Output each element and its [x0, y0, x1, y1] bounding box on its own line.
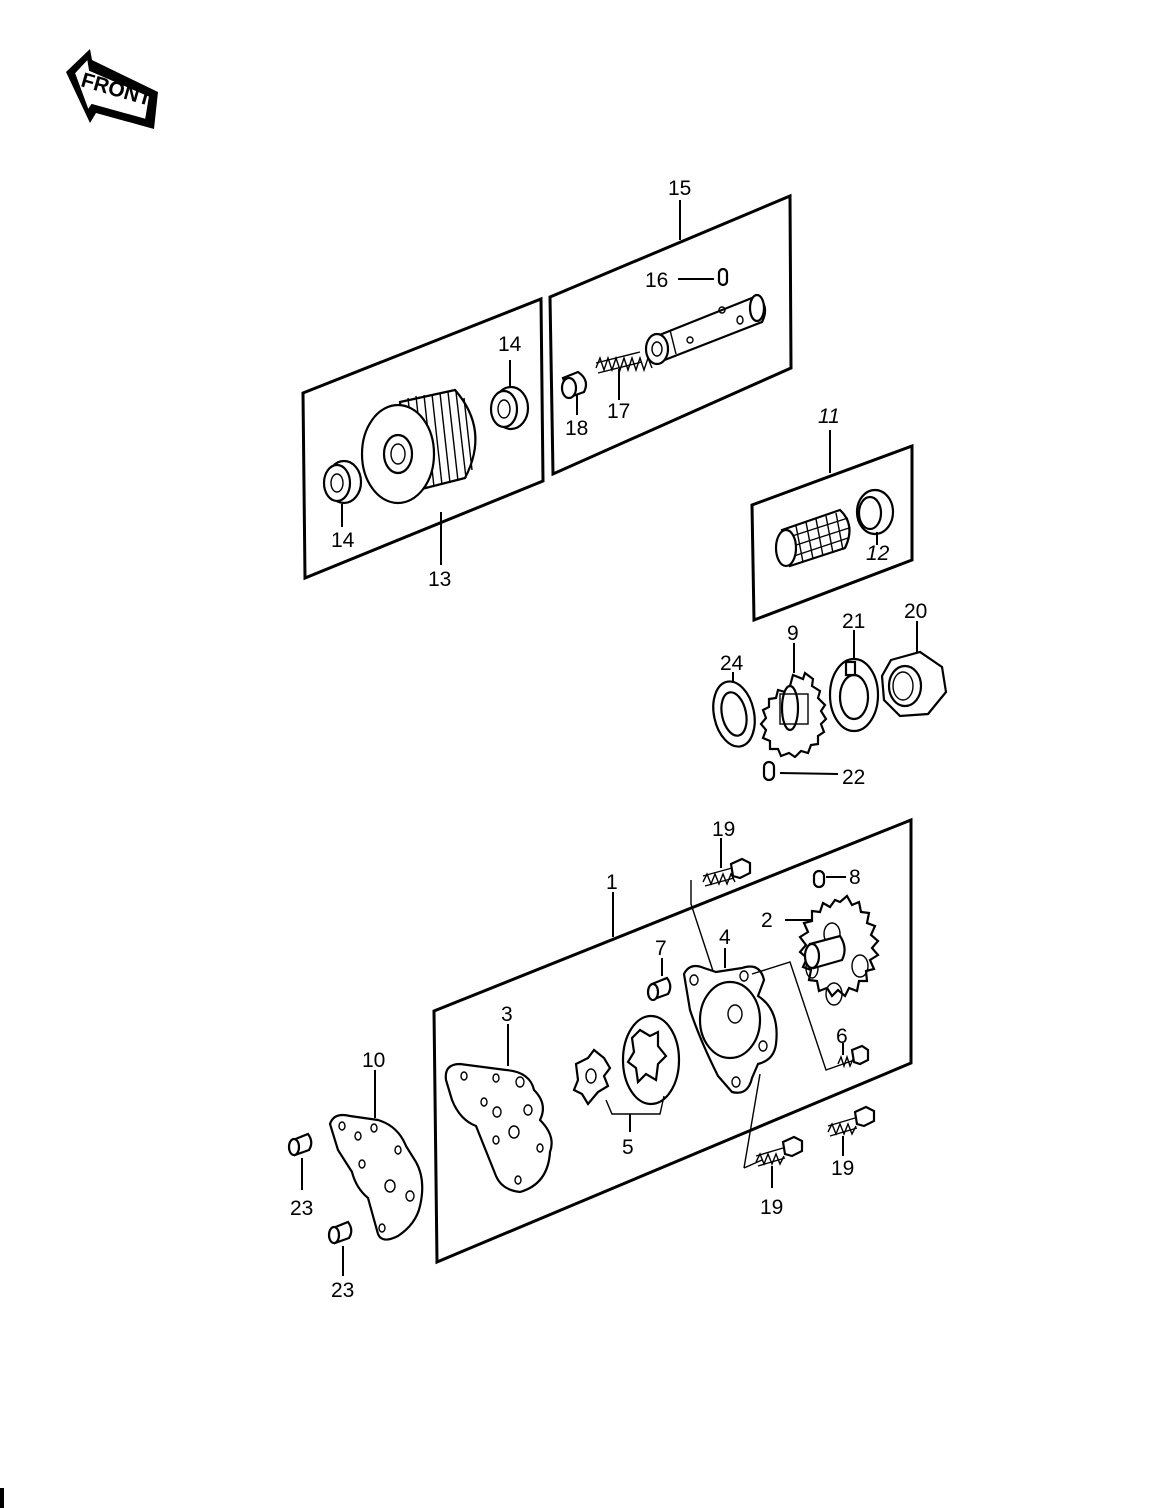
oil-strainer-screen	[774, 508, 851, 568]
callout-23-upper: 23	[290, 1197, 313, 1220]
pump-body-4	[682, 964, 778, 1094]
callout-24: 24	[720, 652, 744, 675]
gasket-plate-10	[328, 1113, 424, 1241]
callout-22: 22	[842, 766, 865, 789]
oil-pump-outline	[432, 817, 913, 1265]
callout-9: 9	[787, 622, 799, 645]
pin-22	[762, 760, 776, 782]
dowel-23-lower	[327, 1220, 353, 1245]
seal-14-lower	[322, 459, 363, 505]
callout-13: 13	[428, 568, 451, 591]
bolt-19-bottom	[755, 1135, 804, 1167]
seal-14-upper	[489, 385, 530, 431]
oil-filter-group: 14 14 13	[301, 296, 545, 591]
callout-8: 8	[849, 866, 861, 889]
scan-edge-mark	[0, 1488, 4, 1508]
oil-pump-group: 1 19 8 2	[432, 817, 913, 1265]
callout-19-right: 19	[831, 1157, 854, 1180]
front-arrow-icon: FRONT	[66, 49, 158, 129]
relief-valve-group: 15 16 17 18	[548, 177, 793, 477]
oil-filter-outline	[301, 296, 545, 581]
callout-3: 3	[501, 1003, 513, 1026]
callout-19-top: 19	[712, 818, 735, 841]
pin-8	[812, 869, 826, 889]
callout-1: 1	[606, 871, 618, 894]
piston-18	[560, 370, 588, 400]
dowel-23-upper	[287, 1132, 313, 1157]
washer-24	[712, 680, 756, 748]
outer-rotor-5	[621, 1014, 681, 1106]
callout-17: 17	[607, 400, 630, 423]
gear-9	[759, 671, 828, 759]
strainer-outline	[750, 443, 914, 623]
callout-18: 18	[565, 417, 588, 440]
callout-14-lower: 14	[331, 529, 355, 552]
bolt-19-right	[827, 1105, 876, 1137]
callout-11: 11	[818, 405, 840, 428]
callout-23-lower: 23	[331, 1279, 354, 1302]
callout-10: 10	[362, 1049, 385, 1072]
oil-filter-element	[360, 388, 477, 505]
callout-6: 6	[836, 1025, 848, 1048]
spring-17	[595, 351, 653, 374]
callout-12: 12	[866, 542, 890, 565]
callout-14-upper: 14	[498, 333, 522, 356]
inner-rotor-5	[572, 1048, 612, 1106]
callout-19-bottom: 19	[760, 1196, 783, 1219]
pump-cover-3	[444, 1062, 553, 1194]
callout-2: 2	[761, 909, 773, 932]
relief-valve-body	[644, 293, 767, 366]
relief-valve-outline	[548, 193, 793, 477]
callout-16: 16	[645, 269, 668, 292]
callout-20: 20	[904, 600, 927, 623]
callout-5: 5	[622, 1136, 634, 1159]
nut-20	[880, 650, 948, 718]
strainer-group: 11 12	[750, 405, 914, 623]
callout-7: 7	[655, 937, 667, 960]
oring-12	[855, 488, 895, 536]
washer-21	[828, 657, 880, 733]
bolt-6	[837, 1044, 870, 1069]
bolt-19-top	[702, 857, 752, 887]
pump-gear-2	[798, 894, 880, 1006]
pin-16	[717, 267, 729, 287]
callout-21: 21	[842, 610, 865, 633]
callout-4: 4	[719, 926, 731, 949]
callout-15: 15	[668, 177, 691, 200]
pin-7	[646, 976, 672, 1002]
